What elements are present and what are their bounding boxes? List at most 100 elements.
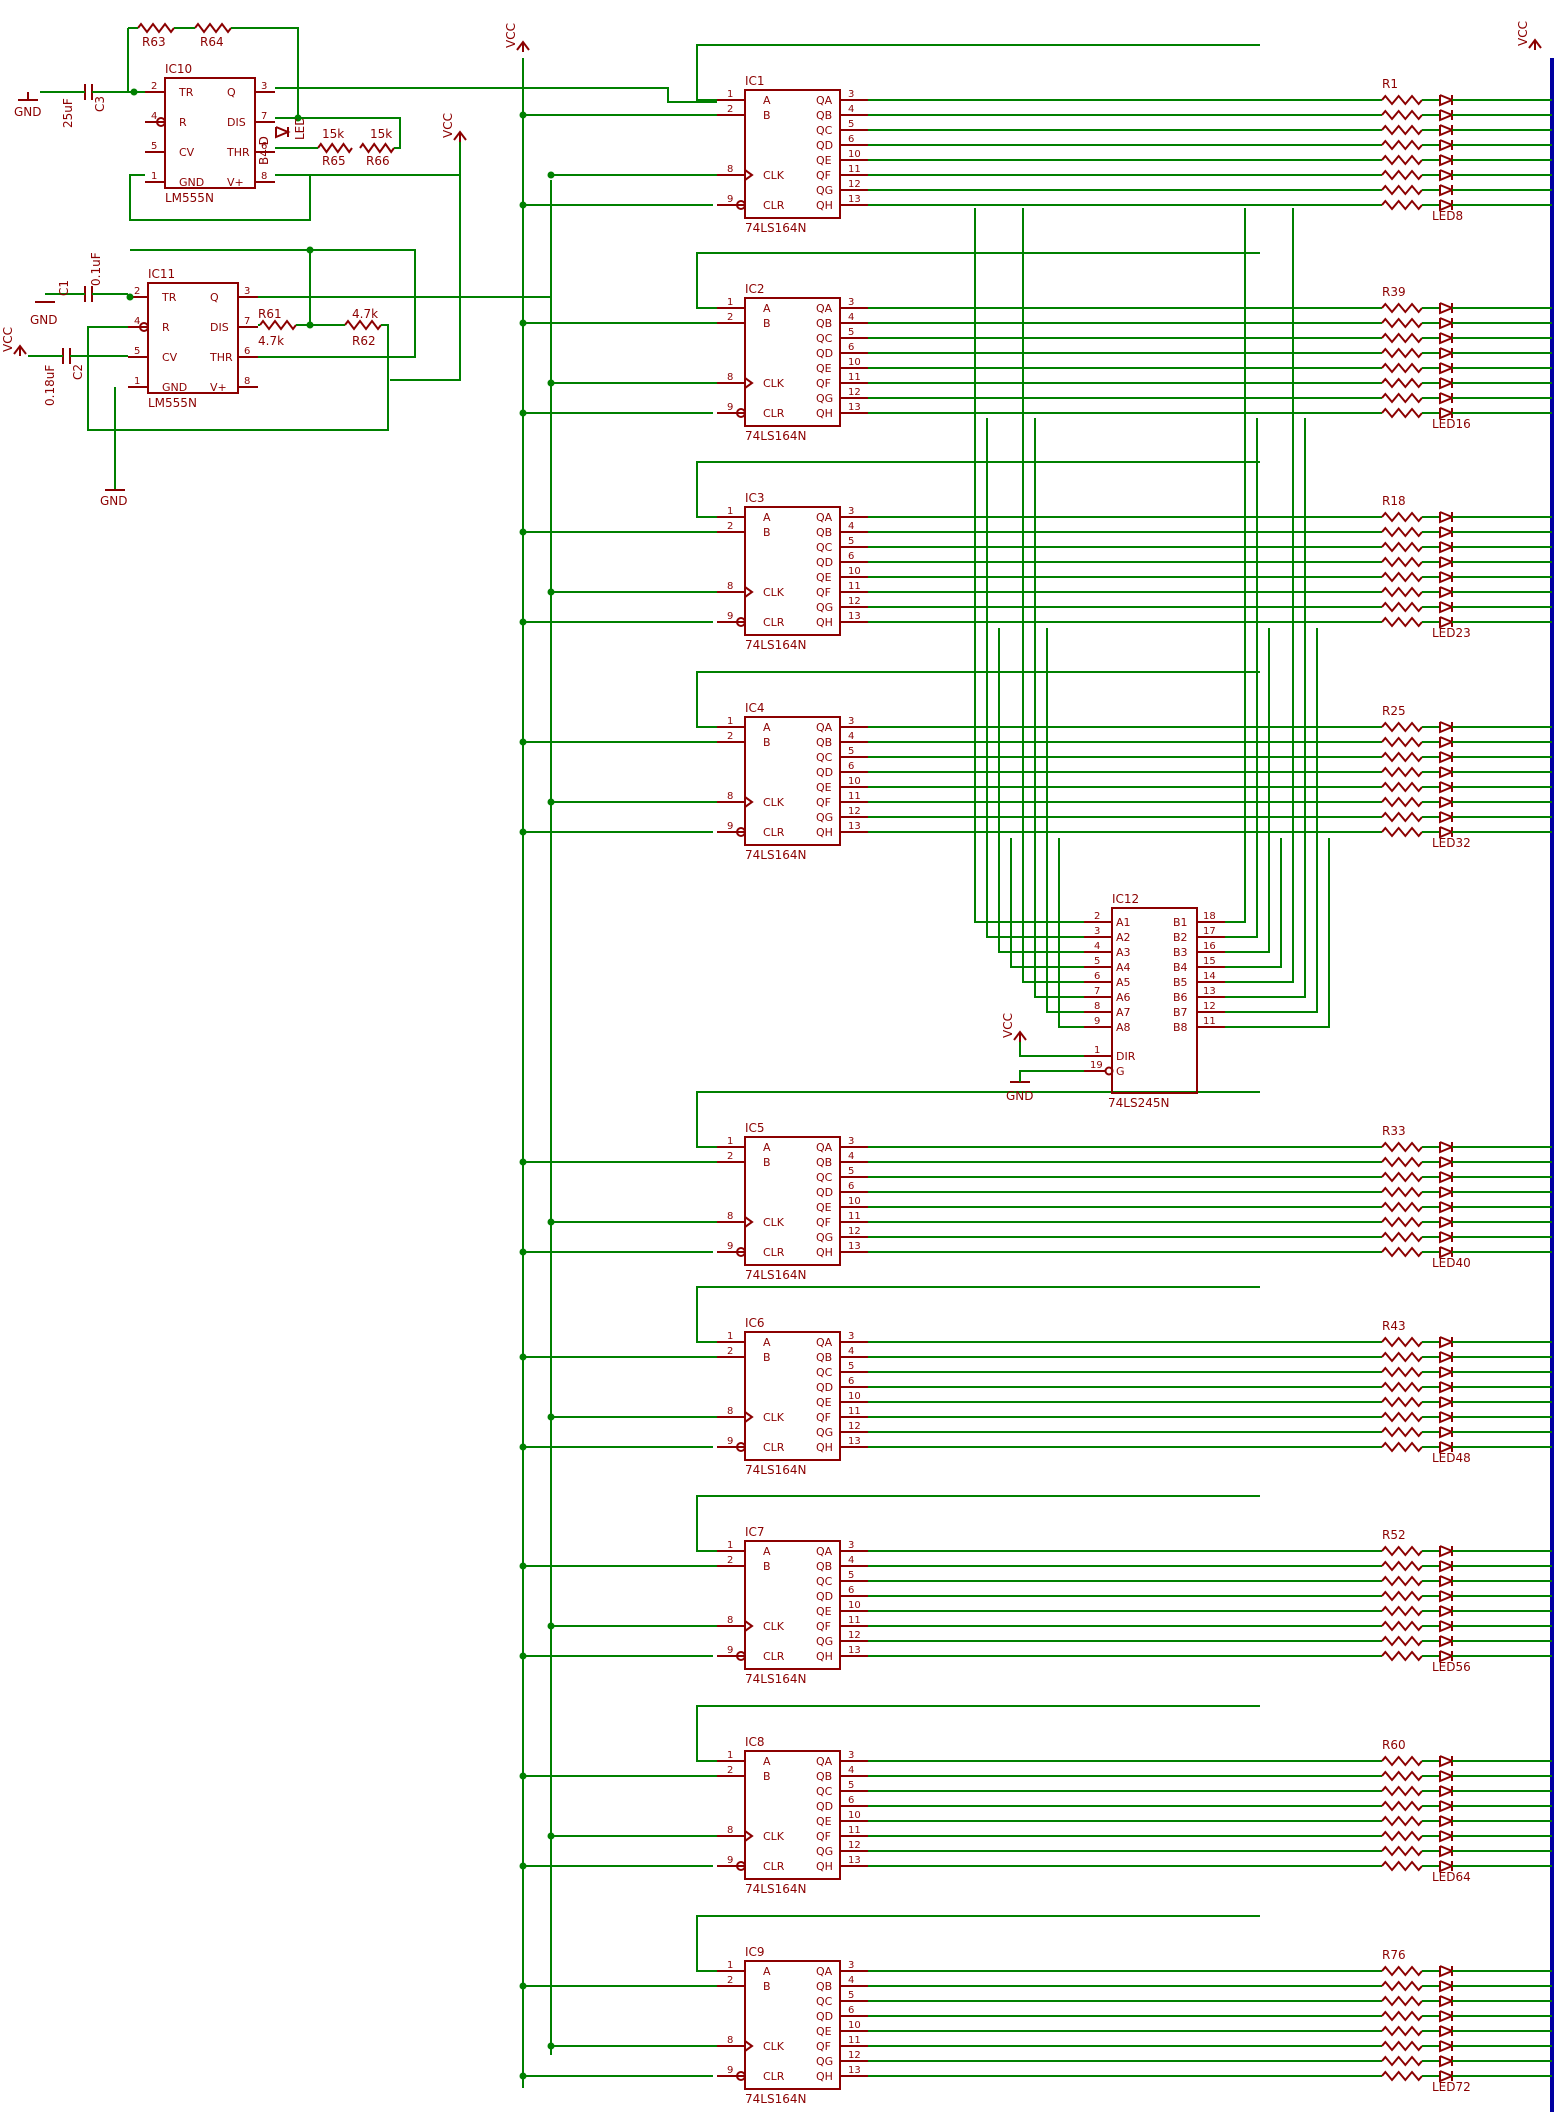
led-symbol: [1439, 1411, 1455, 1424]
pin-name: B5: [1173, 976, 1188, 989]
resistor-symbol: [1381, 332, 1423, 344]
pin-name: QE: [816, 2025, 832, 2038]
pin-name: QH: [816, 407, 833, 420]
pin-number: 5: [134, 346, 140, 357]
pin-number: 3: [848, 1750, 854, 1761]
pin-number: 9: [727, 402, 733, 413]
pin-number: 6: [261, 141, 267, 152]
pin-number: 1: [727, 716, 733, 727]
resistor-label: R25: [1382, 704, 1406, 718]
chip-body: [744, 716, 841, 846]
junction-dot: [519, 828, 527, 836]
resistor-symbol: [1381, 781, 1423, 793]
pin-name: QH: [816, 2070, 833, 2083]
pin-number: 10: [848, 1600, 861, 1611]
inversion-bubble: [736, 200, 746, 210]
pin-number: 2: [727, 521, 733, 532]
pin-name: QB: [816, 1770, 832, 1783]
resistor-symbol: [1381, 1141, 1423, 1153]
pin-number: 1: [727, 1540, 733, 1551]
pin-number: 13: [848, 2065, 861, 2076]
dir-wire: [1019, 1042, 1084, 1057]
pin-number: 9: [1094, 1016, 1100, 1027]
resistor-label: R63: [142, 35, 166, 49]
led-symbol: [1439, 1231, 1455, 1244]
pin-name: QD: [816, 1800, 833, 1813]
resistor-symbol: [1381, 1815, 1423, 1827]
led-symbol: [1439, 362, 1455, 375]
resistor-symbol: [1381, 94, 1423, 106]
pin-number: 7: [1094, 986, 1100, 997]
pin-number: 1: [151, 171, 157, 182]
pin-name: V+: [227, 176, 244, 189]
capacitor-value: 25uF: [61, 98, 75, 128]
resistor-symbol: [1381, 526, 1423, 538]
led-symbol: [1439, 1635, 1455, 1648]
pin-number: 12: [848, 2050, 861, 2061]
pin-name: B: [763, 1351, 771, 1364]
pin-number: 4: [848, 521, 854, 532]
pin-number: 1: [727, 297, 733, 308]
pin-number: 17: [1203, 926, 1216, 937]
led-symbol: [1439, 407, 1455, 420]
junction-dot: [519, 618, 527, 626]
resistor-symbol: [1381, 1590, 1423, 1602]
resistor-symbol: [1381, 1605, 1423, 1617]
led-symbol: [1439, 2025, 1455, 2038]
pin-number: 12: [848, 806, 861, 817]
pin-number: 13: [848, 611, 861, 622]
chip-body: [1111, 907, 1198, 1094]
pin-name: QE: [816, 154, 832, 167]
wire: [130, 249, 416, 358]
junction-dot: [547, 2042, 555, 2050]
pin-name: A: [763, 1545, 771, 1558]
pin-name: TR: [161, 291, 177, 304]
pin-number: 2: [134, 286, 140, 297]
pin-name: B: [763, 1980, 771, 1993]
pin-number: 13: [848, 194, 861, 205]
pin-name: B: [763, 526, 771, 539]
led-symbol: [1439, 1366, 1455, 1379]
cascade-wire: [696, 671, 1260, 728]
junction-dot: [519, 2072, 527, 2080]
pin-number: 8: [727, 2035, 733, 2046]
pin-name: A: [763, 302, 771, 315]
pin-name: QC: [816, 1785, 833, 1798]
pin-name: QG: [816, 1426, 833, 1439]
vcc-label: VCC: [1516, 21, 1530, 46]
pin-name: CLR: [763, 199, 785, 212]
resistor-symbol: [1381, 139, 1423, 151]
chip-body: [744, 89, 841, 219]
resistor-symbol: [1381, 751, 1423, 763]
cascade-wire: [696, 44, 1260, 101]
led-symbol: [1439, 1560, 1455, 1573]
resistor-value: 15k: [370, 127, 392, 141]
resistor-symbol: [1381, 796, 1423, 808]
pin-name: QE: [816, 362, 832, 375]
resistor-symbol: [1381, 766, 1423, 778]
pin-number: 8: [727, 372, 733, 383]
pin-number: 3: [848, 1960, 854, 1971]
pin-number: 8: [727, 164, 733, 175]
pin-number: 9: [727, 611, 733, 622]
left-rails: VCC: [504, 23, 552, 2088]
pin-name: QB: [816, 1351, 832, 1364]
inversion-bubble: [736, 1442, 746, 1452]
pin-name: QH: [816, 616, 833, 629]
bus-b-wire: [1225, 208, 1294, 983]
pin-number: 5: [848, 536, 854, 547]
led-symbol: [1439, 1965, 1455, 1978]
chip-name: IC10: [165, 62, 192, 76]
pin-number: 6: [848, 2005, 854, 2016]
pin-name: QA: [816, 511, 833, 524]
pin-name: QF: [816, 1830, 831, 1843]
pin-name: GND: [162, 381, 187, 394]
pin-name: B: [763, 109, 771, 122]
pin-number: 13: [848, 1436, 861, 1447]
led-symbol: [1439, 1575, 1455, 1588]
led-symbol: [1439, 154, 1455, 167]
resistor-symbol: [1381, 1575, 1423, 1587]
